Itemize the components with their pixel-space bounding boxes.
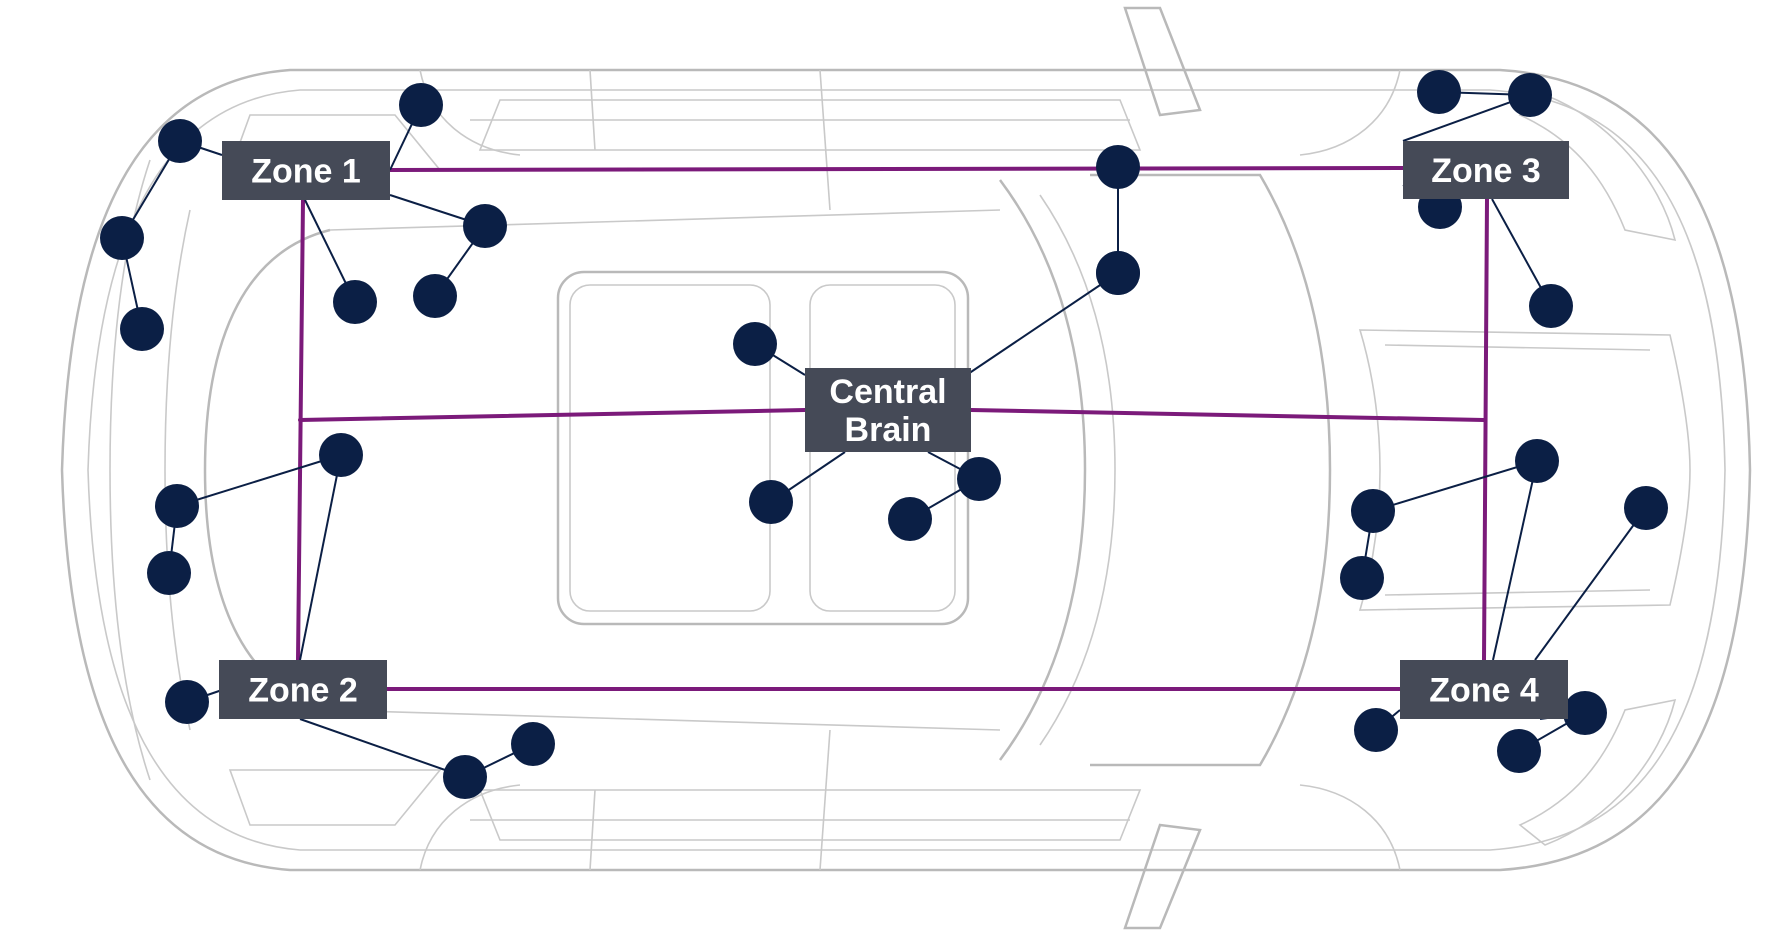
backbone-link-zone1-zone2	[296, 198, 305, 662]
endpoint-node-zone1-4	[399, 83, 443, 127]
endpoint-node-zone3-3	[1417, 70, 1461, 114]
endpoint-nodes	[100, 70, 1668, 799]
endpoint-node-zone4-3	[1340, 556, 1384, 600]
endpoint-node-zone1-5	[463, 204, 507, 248]
zone-box-zone3: Zone 3	[1403, 141, 1569, 199]
endpoint-node-zone1-6	[413, 274, 457, 318]
endpoint-node-zone2-1	[165, 680, 209, 724]
zone-box-bg	[1400, 660, 1568, 719]
endpoint-node-zone4-7	[1497, 729, 1541, 773]
zone-box-bg	[805, 368, 971, 452]
endpoint-node-zone1-3	[120, 307, 164, 351]
backbone-link-zone3-zone4	[1482, 197, 1489, 662]
endpoint-node-central-2	[749, 480, 793, 524]
zone-box-zone4: Zone 4	[1400, 660, 1568, 719]
zone-box-zone2: Zone 2	[219, 660, 387, 719]
zone-label-zone2: Zone 2	[248, 672, 358, 710]
endpoint-node-zone3-2	[1529, 284, 1573, 328]
wire-zone2-5	[176, 454, 342, 507]
backbone-link-central-zone3	[969, 408, 1486, 422]
endpoint-node-zone1-7	[333, 280, 377, 324]
endpoint-node-zone1-2	[100, 216, 144, 260]
zone-box-bg	[219, 660, 387, 719]
endpoint-node-zone4-6	[1563, 691, 1607, 735]
endpoint-node-zone4-4	[1624, 486, 1668, 530]
wire-zone2-4	[299, 454, 342, 661]
endpoint-node-central-1	[733, 322, 777, 366]
zone-label-zone1: Zone 1	[251, 153, 361, 191]
zone-box-bg	[222, 141, 390, 200]
endpoint-node-central-4	[888, 497, 932, 541]
endpoint-node-zone2-3	[511, 722, 555, 766]
wire-zone4-4	[1534, 507, 1647, 661]
endpoint-node-central-3	[957, 457, 1001, 501]
backbone-network	[296, 166, 1489, 691]
endpoint-node-zone4-2	[1351, 489, 1395, 533]
zone-label-zone3: Zone 3	[1431, 152, 1541, 190]
endpoint-node-zone2-2	[443, 755, 487, 799]
wire-zone2-2	[299, 718, 466, 778]
zone-box-bg	[1403, 141, 1569, 199]
endpoint-node-zone3-4	[1508, 73, 1552, 117]
wire-zone3-4	[1402, 94, 1531, 142]
endpoint-node-zone1-1	[158, 119, 202, 163]
backbone-link-zone1-zone3	[388, 166, 1405, 172]
endpoint-node-zone4-1	[1515, 439, 1559, 483]
wire-zone4-1	[1492, 460, 1538, 661]
wire-zone4-2	[1372, 460, 1538, 512]
endpoint-node-zone2-4	[319, 433, 363, 477]
backbone-link-central-zone1	[298, 408, 807, 422]
endpoint-node-central-5	[1096, 251, 1140, 295]
zone-label-central-line1: Central	[829, 373, 946, 411]
endpoint-node-zone2-5	[155, 484, 199, 528]
zone-label-central-line2: Brain	[845, 411, 932, 449]
endpoint-node-zone2-6	[147, 551, 191, 595]
endpoint-node-zone4-5	[1354, 708, 1398, 752]
endpoint-node-zone3-5	[1096, 145, 1140, 189]
zone-label-zone4: Zone 4	[1429, 672, 1539, 710]
wire-central-5	[964, 272, 1119, 377]
zone-box-zone1: Zone 1	[222, 141, 390, 200]
